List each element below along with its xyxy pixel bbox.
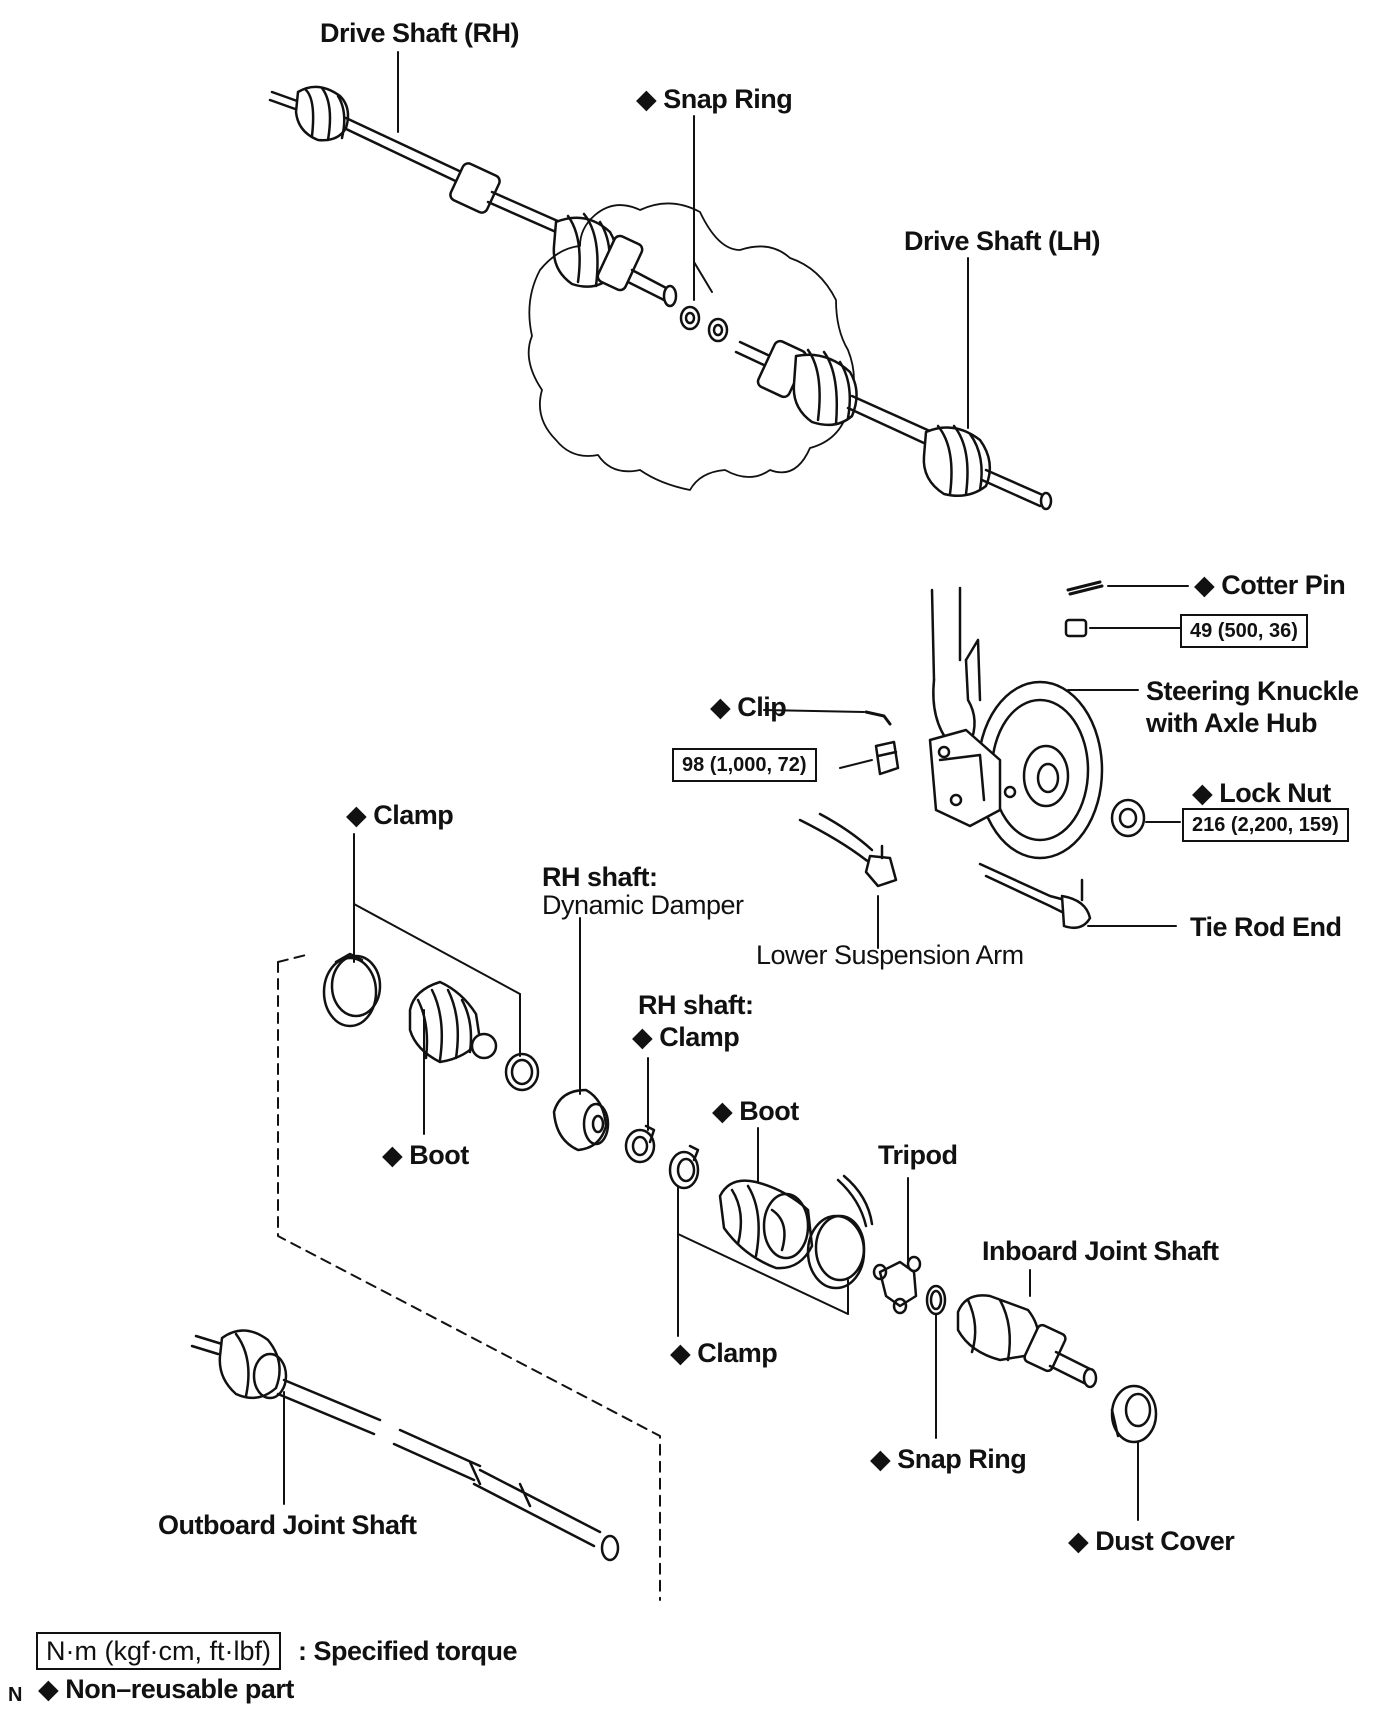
label-clamp-top: ◆ Clamp xyxy=(346,800,454,830)
label-dynamic-damper: Dynamic Damper xyxy=(542,890,744,920)
diamond-icon: ◆ xyxy=(636,84,657,114)
legend-torque-box: N·m (kgf·cm, ft·lbf) xyxy=(36,1632,281,1670)
label-steering-knuckle-2: with Axle Hub xyxy=(1146,708,1318,738)
label-lower-suspension-arm: Lower Suspension Arm xyxy=(756,940,1024,970)
label-tripod: Tripod xyxy=(878,1140,958,1170)
diamond-icon: ◆ xyxy=(38,1674,59,1704)
drive-shaft-rh-drawing xyxy=(268,85,678,308)
legend-nonreusable: ◆ Non–reusable part xyxy=(38,1674,294,1704)
boot-outer-drawing xyxy=(408,980,498,1064)
diamond-icon: ◆ xyxy=(1194,570,1215,600)
boot-inner-drawing xyxy=(718,1179,814,1270)
label-boot-inner: ◆ Boot xyxy=(712,1096,799,1126)
label-steering-knuckle: Steering Knuckle xyxy=(1146,676,1359,706)
label-clip: ◆ Clip xyxy=(710,692,787,722)
diamond-icon: ◆ xyxy=(712,1096,733,1126)
label-rh-shaft-1: RH shaft: xyxy=(542,862,658,892)
steering-knuckle-drawing xyxy=(928,586,1104,860)
label-drive-shaft-lh: Drive Shaft (LH) xyxy=(904,226,1101,256)
transaxle-outline xyxy=(527,202,855,491)
label-clamp-rh: ◆ Clamp xyxy=(632,1022,740,1052)
corner-mark: N xyxy=(8,1684,23,1706)
diamond-icon: ◆ xyxy=(382,1140,403,1170)
label-boot-outer: ◆ Boot xyxy=(382,1140,469,1170)
diamond-icon: ◆ xyxy=(710,692,731,722)
diamond-icon: ◆ xyxy=(670,1338,691,1368)
label-rh-shaft-2: RH shaft: xyxy=(638,990,754,1020)
clamp-large-drawing xyxy=(806,1174,874,1290)
label-snap-ring-bottom: ◆ Snap Ring xyxy=(870,1444,1027,1474)
torque-cotter-nut: 49 (500, 36) xyxy=(1180,614,1308,648)
outboard-joint-shaft-drawing xyxy=(190,1329,620,1562)
label-snap-ring-top: ◆ Snap Ring xyxy=(636,84,793,114)
inboard-joint-shaft-drawing xyxy=(956,1294,1098,1389)
drive-shaft-lh-drawing xyxy=(734,339,1053,511)
diamond-icon: ◆ xyxy=(870,1444,891,1474)
dynamic-damper-drawing xyxy=(552,1088,610,1152)
torque-clip-nut: 98 (1,000, 72) xyxy=(672,748,817,782)
diamond-icon: ◆ xyxy=(632,1022,653,1052)
dashed-group-outline xyxy=(277,953,661,1601)
diamond-icon: ◆ xyxy=(1192,778,1213,808)
label-drive-shaft-rh: Drive Shaft (RH) xyxy=(320,18,520,48)
label-cotter-pin: ◆ Cotter Pin xyxy=(1194,570,1346,600)
diamond-icon: ◆ xyxy=(346,800,367,830)
torque-lock-nut: 216 (2,200, 159) xyxy=(1182,808,1349,842)
label-lock-nut: ◆ Lock Nut xyxy=(1192,778,1331,808)
label-dust-cover: ◆ Dust Cover xyxy=(1068,1526,1235,1556)
legend-torque-desc: : Specified torque xyxy=(298,1636,518,1666)
label-inboard-joint-shaft: Inboard Joint Shaft xyxy=(982,1236,1219,1266)
label-outboard-joint-shaft: Outboard Joint Shaft xyxy=(158,1510,417,1540)
label-tie-rod-end: Tie Rod End xyxy=(1190,912,1342,942)
clamp-outer-drawing xyxy=(322,952,382,1028)
tripod-drawing xyxy=(872,1255,922,1315)
label-clamp-bottom: ◆ Clamp xyxy=(670,1338,778,1368)
diamond-icon: ◆ xyxy=(1068,1526,1089,1556)
